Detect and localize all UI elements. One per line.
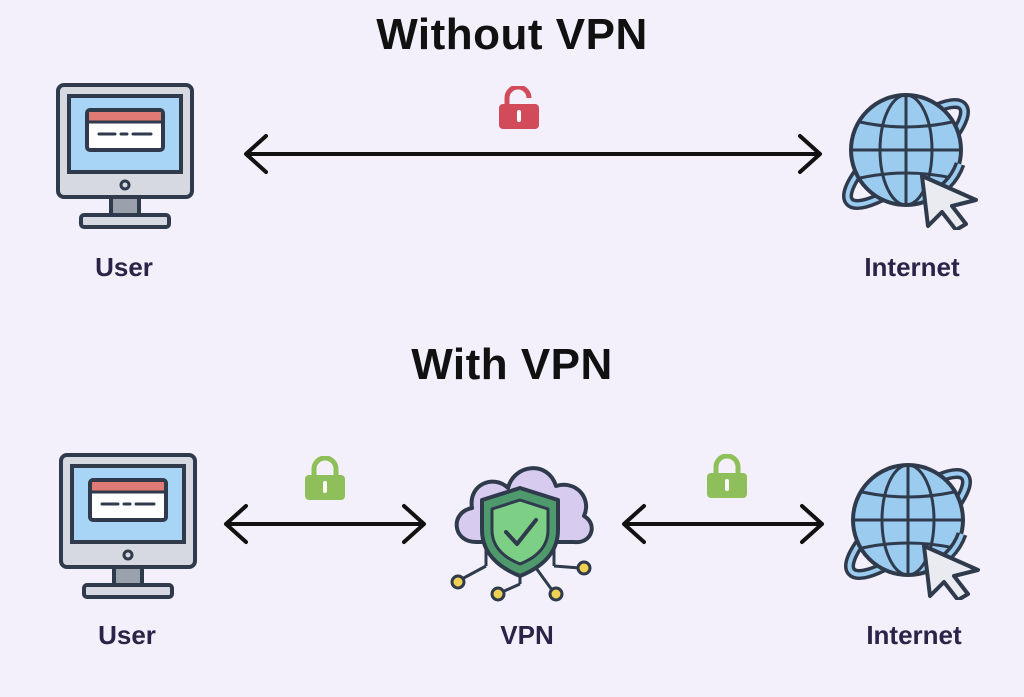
internet-globe-icon (842, 450, 987, 600)
connection-arrow (618, 502, 828, 546)
internet-label: Internet (866, 620, 962, 650)
unlocked-padlock-icon (497, 86, 541, 130)
locked-padlock-icon (303, 456, 347, 502)
internet-label: Internet (864, 252, 960, 282)
user-computer-icon (55, 82, 195, 230)
connection-arrow (240, 132, 826, 176)
vpn-label: VPN (500, 620, 554, 650)
title-without-vpn: Without VPN (376, 10, 648, 59)
user-label: User (95, 252, 153, 282)
locked-padlock-icon (705, 454, 749, 500)
user-computer-icon (58, 452, 198, 600)
internet-globe-icon (840, 80, 985, 230)
user-label: User (98, 620, 156, 650)
vpn-shield-cloud-icon (446, 450, 596, 602)
title-with-vpn: With VPN (411, 340, 613, 389)
connection-arrow (220, 502, 430, 546)
